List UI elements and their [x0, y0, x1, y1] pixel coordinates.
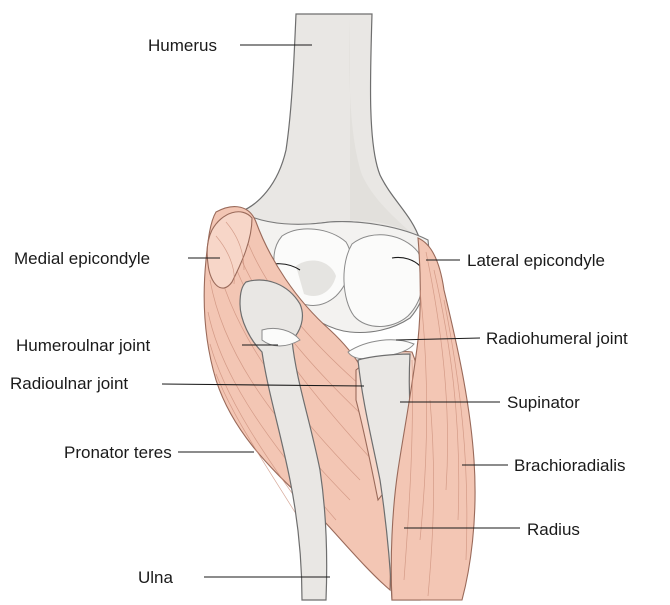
label-humerus: Humerus [148, 36, 217, 55]
label-medial-epicondyle: Medial epicondyle [14, 249, 150, 268]
label-ulna: Ulna [138, 568, 174, 587]
label-pronator-teres: Pronator teres [64, 443, 172, 462]
label-radiohumeral-joint: Radiohumeral joint [486, 329, 628, 348]
label-brachioradialis: Brachioradialis [514, 456, 626, 475]
label-humeroulnar-joint: Humeroulnar joint [16, 336, 150, 355]
label-supinator: Supinator [507, 393, 580, 412]
label-radius: Radius [527, 520, 580, 539]
label-radioulnar-joint: Radioulnar joint [10, 374, 128, 393]
humerus-bone [240, 14, 420, 240]
label-lateral-epicondyle: Lateral epicondyle [467, 251, 605, 270]
